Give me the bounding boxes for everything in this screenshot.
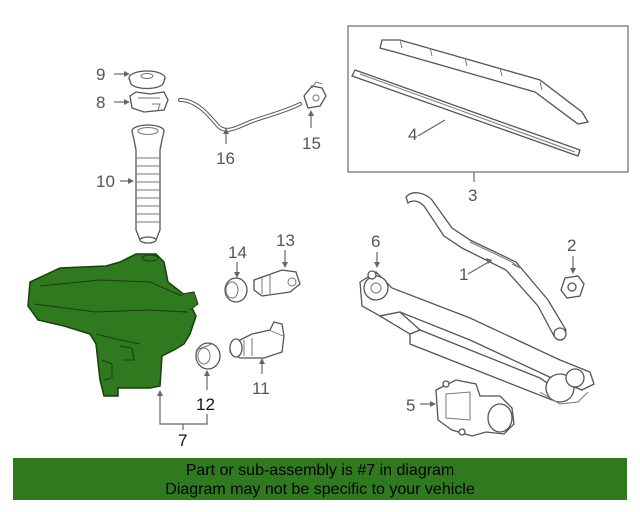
reservoir-cap xyxy=(128,70,166,90)
filler-neck xyxy=(131,124,165,244)
callout-15: 15 xyxy=(302,134,321,153)
callout-14: 14 xyxy=(228,243,247,262)
banner-line-part: Part or sub-assembly is #7 in diagram xyxy=(185,462,455,479)
callout-2: 2 xyxy=(567,236,576,255)
arm-nut xyxy=(560,275,585,299)
exploded-parts-diagram: 4 3 1 2 6 5 xyxy=(27,25,629,450)
callout-13: 13 xyxy=(276,231,295,250)
washer-reservoir-highlighted xyxy=(27,253,199,397)
washer-hose xyxy=(178,98,302,132)
wiper-arm xyxy=(405,192,567,341)
washer-pump xyxy=(229,321,285,359)
info-banner: Part or sub-assembly is #7 in diagram Di… xyxy=(13,458,627,500)
callout-6: 6 xyxy=(371,232,380,251)
callout-1: 1 xyxy=(459,265,468,284)
callout-7: 7 xyxy=(178,431,187,450)
pump-grommet-small xyxy=(224,277,248,303)
callout-12: 12 xyxy=(196,395,215,414)
leader-4 xyxy=(417,119,446,137)
level-sensor xyxy=(253,269,301,297)
filler-bracket xyxy=(129,91,169,113)
washer-nozzle xyxy=(303,81,327,109)
callout-4: 4 xyxy=(408,125,417,144)
wiper-motor xyxy=(435,379,515,437)
pump-grommet xyxy=(195,342,221,370)
callout-9: 9 xyxy=(96,65,105,84)
callout-11: 11 xyxy=(252,379,270,398)
callout-10: 10 xyxy=(96,172,115,191)
callout-8: 8 xyxy=(96,93,105,112)
callout-3: 3 xyxy=(468,186,477,205)
banner-line-disclaimer: Diagram may not be specific to your vehi… xyxy=(165,481,475,498)
wiper-linkage xyxy=(359,270,595,405)
callout-5: 5 xyxy=(406,396,415,415)
wiper-blade-inset: 4 xyxy=(347,25,629,173)
callout-16: 16 xyxy=(216,149,235,168)
